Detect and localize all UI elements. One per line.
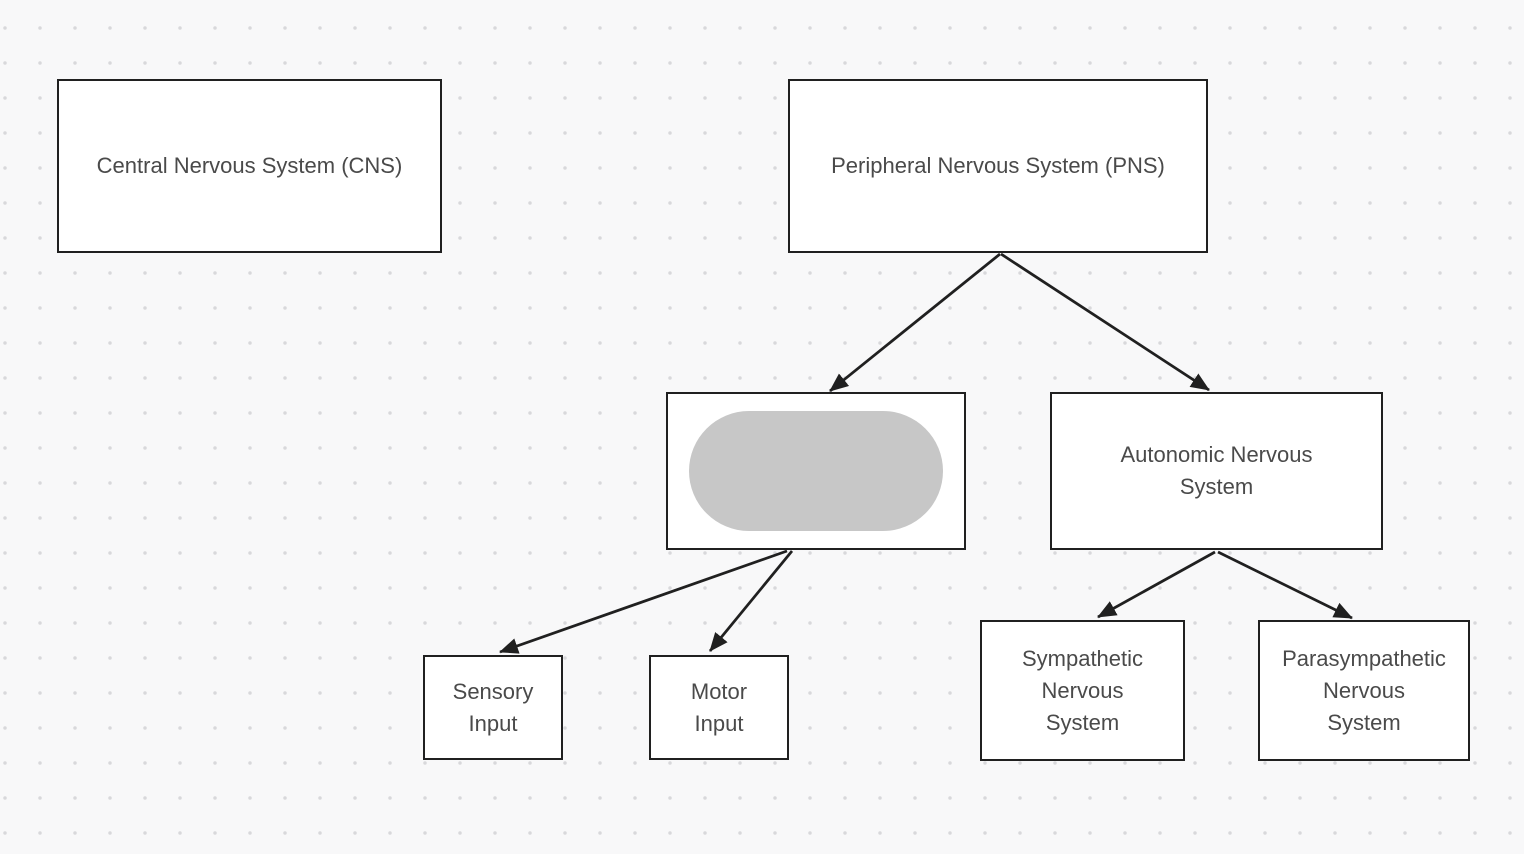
node-autonomic-nervous-system[interactable]: Autonomic Nervous System [1050, 392, 1383, 550]
node-parasympathetic-nervous-system[interactable]: Parasympathetic Nervous System [1258, 620, 1470, 761]
edge-masked-node-to-sensory [499, 549, 788, 654]
node-label: Motor Input [691, 676, 747, 740]
node-label-line: Parasympathetic [1282, 645, 1446, 671]
node-label: Autonomic Nervous System [1121, 439, 1313, 503]
node-label-line: Motor [690, 678, 748, 704]
edge-pns-to-masked-node [829, 252, 1001, 393]
node-label: Peripheral Nervous System (PNS) [831, 150, 1165, 182]
node-label-line: Peripheral Nervous System (PNS) [831, 153, 1165, 178]
node-peripheral-nervous-system[interactable]: Peripheral Nervous System (PNS) [788, 79, 1208, 253]
node-label-line: System [1327, 709, 1401, 735]
node-label-line: Nervous [1041, 677, 1124, 703]
node-label-line: Sympathetic [1021, 645, 1144, 671]
node-label-line: Input [694, 710, 744, 736]
node-motor-input[interactable]: Motor Input [649, 655, 789, 760]
edge-masked-node-to-motor [708, 550, 794, 652]
node-label: Central Nervous System (CNS) [97, 150, 403, 182]
node-label-line: Nervous [1323, 677, 1405, 703]
node-label-line: Autonomic Nervous [1120, 442, 1313, 467]
node-sensory-input[interactable]: Sensory Input [423, 655, 563, 760]
edge-pns-to-autonomic [1000, 252, 1210, 392]
node-label: Parasympathetic Nervous System [1282, 643, 1446, 739]
redacted-label-blob[interactable] [689, 411, 943, 531]
node-label-line: System [1045, 709, 1120, 735]
node-central-nervous-system[interactable]: Central Nervous System (CNS) [57, 79, 442, 253]
edge-autonomic-to-parasympathetic [1217, 550, 1353, 620]
node-label-line: Sensory [452, 678, 534, 704]
node-label: Sympathetic Nervous System [1022, 643, 1143, 739]
node-sympathetic-nervous-system[interactable]: Sympathetic Nervous System [980, 620, 1185, 761]
node-label-line: System [1179, 474, 1254, 499]
node-label-line: Input [468, 710, 518, 736]
node-label-line: Central Nervous System (CNS) [96, 153, 403, 178]
node-label: Sensory Input [453, 676, 534, 740]
edge-autonomic-to-sympathetic [1097, 550, 1216, 619]
node-with-masked-label[interactable] [666, 392, 966, 550]
